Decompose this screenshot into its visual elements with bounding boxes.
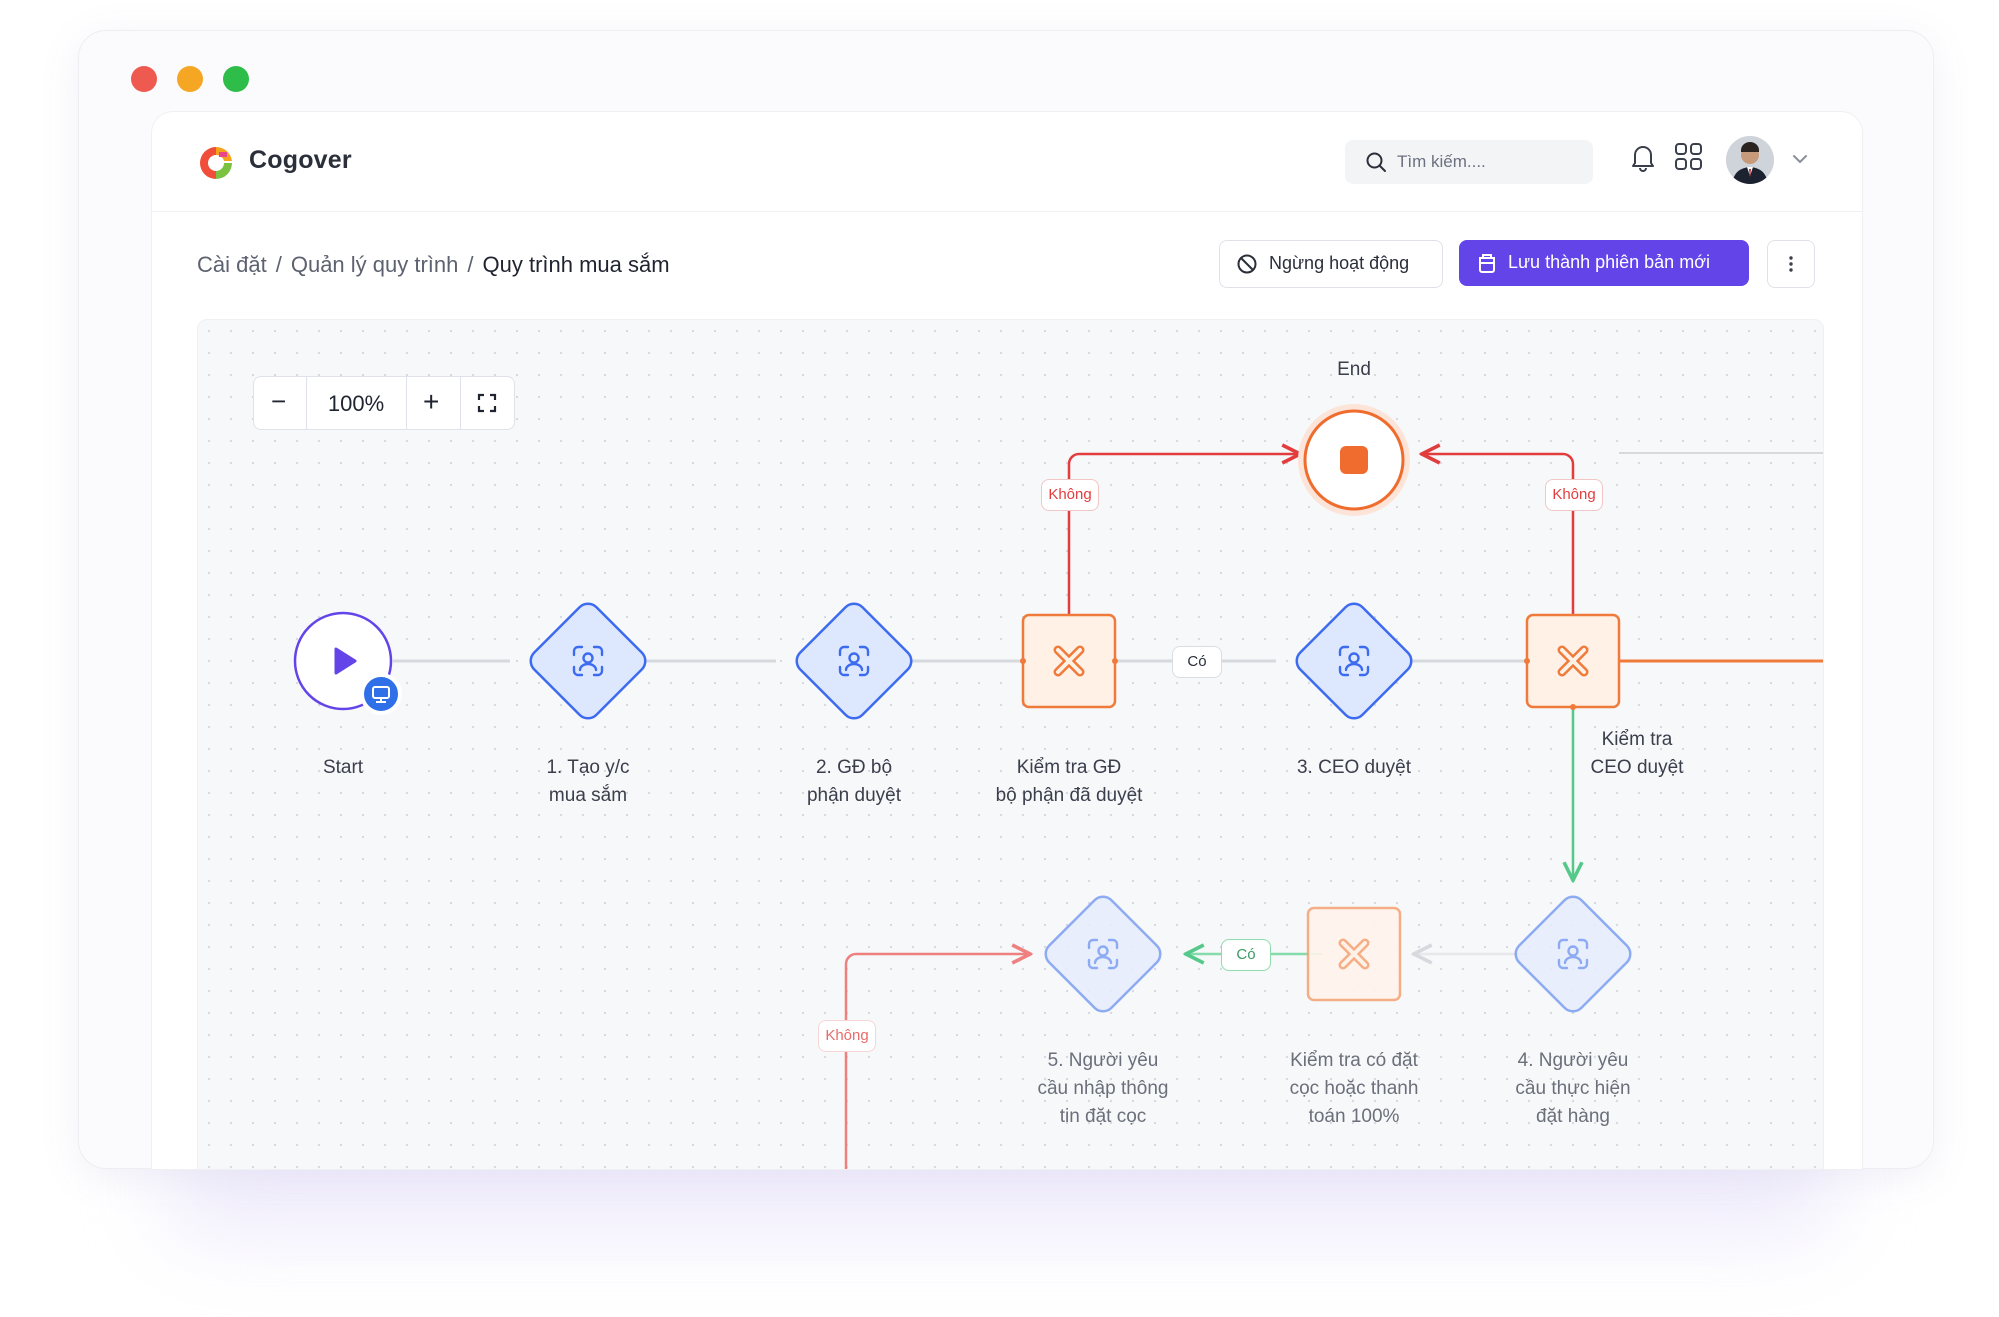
ban-icon	[1237, 254, 1257, 274]
breadcrumb-separator: /	[467, 252, 474, 277]
zoom-divider	[406, 377, 407, 429]
save-icon	[1479, 254, 1495, 273]
search-box[interactable]: Tìm kiếm....	[1345, 140, 1593, 184]
edge-label-yes: Có	[1172, 646, 1222, 678]
approval-node-n2[interactable]	[792, 599, 916, 723]
approval-node-n4[interactable]	[1511, 892, 1635, 1016]
more-options-button[interactable]	[1767, 240, 1815, 288]
edge-label-yes: Có	[1221, 939, 1271, 971]
edge-checkgd-end	[1067, 454, 1298, 624]
condition-node-check-gd[interactable]	[1020, 613, 1118, 709]
condition-node-check-ceo[interactable]	[1524, 613, 1621, 710]
workflow-graph	[293, 404, 1823, 1169]
fullscreen-button[interactable]	[460, 377, 514, 429]
zoom-in-button[interactable]: +	[406, 377, 461, 429]
zoom-control: − 100% +	[253, 376, 515, 430]
approval-node-n1[interactable]	[526, 599, 650, 723]
condition-node-check-deposit[interactable]	[1306, 906, 1402, 1002]
breadcrumb-current: Quy trình mua sắm	[482, 252, 670, 277]
approval-node-n3[interactable]	[1292, 599, 1416, 723]
start-node[interactable]	[293, 611, 402, 715]
breadcrumb: Cài đặt / Quản lý quy trình / Quy trình mua …	[197, 252, 670, 278]
bell-icon[interactable]	[1629, 142, 1657, 172]
maximize-dot[interactable]	[223, 66, 249, 92]
apps-grid-icon[interactable]	[1674, 142, 1704, 172]
save-new-version-button[interactable]: Lưu thành phiên bản mới	[1459, 240, 1749, 286]
app-frame: Cogover Tìm kiếm.... Cài đặt / Quản lý quy…	[151, 111, 1863, 1170]
end-label: End	[1337, 359, 1371, 380]
fullscreen-icon	[477, 393, 497, 413]
start-label: Start	[322, 757, 364, 778]
close-dot[interactable]	[131, 66, 157, 92]
minus-icon: −	[271, 386, 287, 416]
minimize-dot[interactable]	[177, 66, 203, 92]
approval-node-n5[interactable]	[1041, 892, 1165, 1016]
edge-label-no: Không	[1545, 479, 1603, 511]
breadcrumb-settings[interactable]: Cài đặt	[197, 252, 267, 277]
zoom-out-button[interactable]: −	[254, 377, 307, 429]
top-bar: Cogover Tìm kiếm....	[152, 112, 1862, 212]
node-label-n3: 3. CEO duyệt	[1296, 757, 1412, 778]
deactivate-button[interactable]: Ngừng hoạt động	[1219, 240, 1443, 288]
plus-icon: +	[423, 386, 440, 417]
edge-label-no: Không	[1041, 479, 1099, 511]
more-vertical-icon	[1789, 256, 1793, 272]
chevron-down-icon[interactable]	[1792, 154, 1808, 164]
edge-checkceo-end	[1424, 454, 1575, 624]
save-new-version-label: Lưu thành phiên bản mới	[1508, 252, 1710, 272]
deactivate-label: Ngừng hoạt động	[1269, 253, 1410, 273]
breadcrumb-separator: /	[275, 252, 282, 277]
end-node[interactable]	[1298, 404, 1410, 516]
avatar-image	[1726, 136, 1774, 184]
zoom-level: 100%	[327, 391, 385, 416]
workflow-canvas[interactable]: − 100% + Không Không Có Có Không Start E…	[197, 319, 1824, 1169]
brand-name: Cogover	[249, 146, 352, 174]
breadcrumb-process-management[interactable]: Quản lý quy trình	[290, 252, 459, 277]
cogover-logo	[200, 146, 232, 179]
search-icon	[1366, 152, 1386, 172]
user-avatar[interactable]	[1726, 136, 1774, 184]
edge-label-no: Không	[818, 1020, 876, 1052]
edge-left-n5	[844, 954, 1028, 1169]
browser-window: Cogover Tìm kiếm.... Cài đặt / Quản lý quy…	[78, 30, 1934, 1170]
search-placeholder: Tìm kiếm....	[1397, 152, 1486, 171]
